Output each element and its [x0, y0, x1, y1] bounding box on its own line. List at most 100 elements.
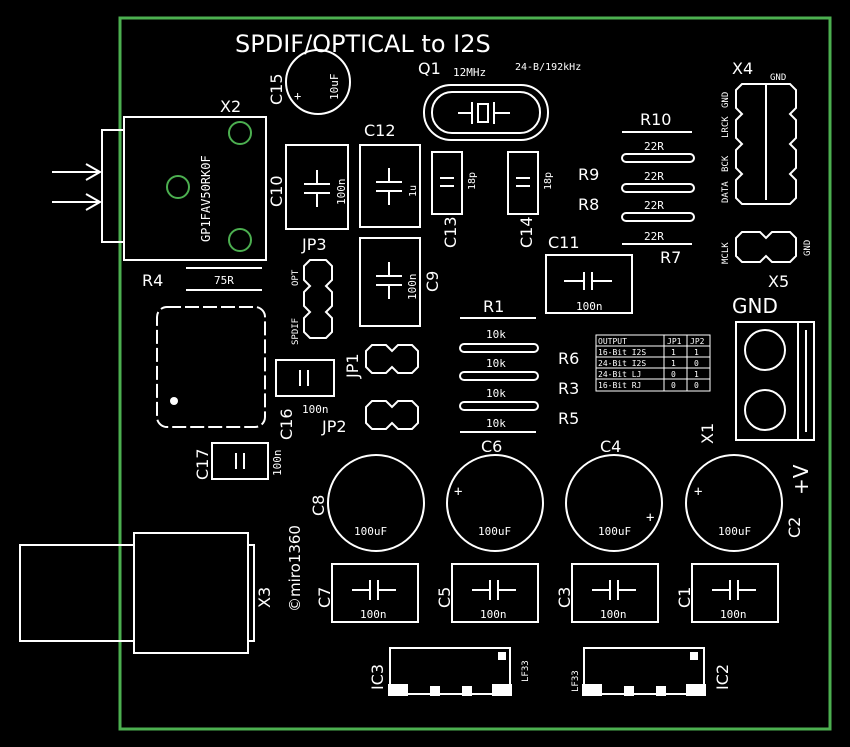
table-cell: 16-Bit RJ: [598, 381, 641, 390]
svg-text:100uF: 100uF: [598, 525, 631, 538]
svg-text:LF33: LF33: [521, 660, 531, 682]
resistor-array-22r: R10 22R 22R 22R 22R R9 R8 R7: [578, 110, 695, 267]
svg-text:C6: C6: [481, 437, 502, 456]
svg-text:C15: C15: [267, 73, 286, 105]
svg-text:75R: 75R: [214, 274, 234, 287]
table-cell: 16-Bit I2S: [598, 348, 646, 357]
jumper-jp2: JP2: [321, 400, 419, 436]
svg-text:GND: GND: [732, 294, 778, 318]
cap-c1: 100n C1: [675, 563, 779, 623]
svg-text:IC3: IC3: [368, 664, 387, 690]
table-cell: 1: [671, 348, 676, 357]
svg-text:100n: 100n: [335, 179, 348, 206]
svg-text:C8: C8: [309, 495, 328, 516]
crystal-q1: Q1 12MHz 24-B/192kHz: [418, 59, 581, 141]
svg-text:OPT: OPT: [291, 269, 301, 286]
svg-text:+: +: [694, 484, 702, 500]
svg-text:C9: C9: [423, 271, 442, 292]
svg-text:+: +: [646, 510, 654, 526]
table-cell: 0: [671, 370, 676, 379]
svg-text:C13: C13: [441, 216, 460, 248]
cap-c6: + 100uF C6: [446, 437, 544, 552]
table-cell: 24-Bit LJ: [598, 370, 641, 379]
svg-text:1u: 1u: [408, 185, 419, 197]
svg-text:100n: 100n: [480, 608, 507, 621]
resistor-r4: R4 75R: [142, 267, 262, 291]
board-outline: [118, 16, 832, 731]
cap-c13: 18p C13: [431, 151, 478, 248]
svg-text:SPDIF: SPDIF: [291, 318, 301, 345]
svg-text:100n: 100n: [600, 608, 627, 621]
svg-text:100uF: 100uF: [354, 525, 387, 538]
table-cell: 0: [694, 381, 699, 390]
board-title: SPDIF/OPTICAL to I2S: [235, 30, 491, 58]
svg-text:R3: R3: [558, 379, 579, 398]
svg-text:IC2: IC2: [713, 664, 732, 690]
table-cell: 24-Bit I2S: [598, 359, 646, 368]
svg-text:X2: X2: [220, 97, 241, 116]
resistor-array-10k: R1 10k 10k 10k 10k R6 R3 R5: [459, 297, 579, 433]
svg-text:R4: R4: [142, 271, 163, 290]
svg-text:GND: GND: [803, 240, 813, 256]
svg-text:C14: C14: [517, 216, 536, 248]
cap-c4: + 100uF C4: [565, 437, 663, 552]
svg-text:22R: 22R: [644, 199, 664, 212]
svg-text:X4: X4: [732, 59, 753, 78]
svg-text:+: +: [454, 484, 462, 500]
svg-text:C4: C4: [600, 437, 621, 456]
svg-text:+V: +V: [789, 464, 813, 495]
cap-c12: C12 1u: [359, 121, 421, 228]
svg-text:JP1: JP1: [343, 353, 362, 379]
cap-c17: 100n C17: [193, 442, 284, 480]
svg-text:LF33: LF33: [571, 670, 581, 692]
cap-c10: 100n C10: [267, 144, 349, 230]
svg-text:18p: 18p: [467, 172, 478, 190]
table-cell: 0: [671, 381, 676, 390]
svg-text:18p: 18p: [543, 172, 554, 190]
svg-text:C10: C10: [267, 175, 286, 207]
svg-text:R5: R5: [558, 409, 579, 428]
svg-text:100n: 100n: [302, 403, 329, 416]
table-cell: 1: [694, 370, 699, 379]
regulator-ic3: IC3 LF33: [368, 647, 531, 696]
svg-text:100n: 100n: [360, 608, 387, 621]
svg-text:GND: GND: [770, 73, 786, 83]
table-header-cell: OUTPUT: [598, 337, 627, 346]
svg-text:C7: C7: [315, 587, 334, 608]
svg-text:DATA: DATA: [721, 181, 731, 203]
connector-x3: X3: [19, 532, 274, 654]
terminal-x5: X5 GND X1 +V: [698, 272, 815, 495]
svg-text:R7: R7: [660, 248, 681, 267]
svg-text:100n: 100n: [406, 274, 419, 301]
svg-text:22R: 22R: [644, 140, 664, 153]
table-header-cell: JP2: [690, 337, 705, 346]
regulator-ic2: LF33 IC2: [571, 647, 732, 696]
svg-text:R9: R9: [578, 165, 599, 184]
svg-text:C2: C2: [785, 517, 804, 538]
svg-text:C12: C12: [364, 121, 396, 140]
svg-text:100n: 100n: [271, 450, 284, 477]
optical-receiver-x2: X2 GP1FAV50RK0F: [52, 97, 267, 261]
svg-text:X1: X1: [698, 423, 717, 444]
cap-c11: C11 100n: [545, 233, 633, 314]
cap-c14: 18p C14: [507, 151, 554, 248]
svg-text:R8: R8: [578, 195, 599, 214]
svg-text:GP1FAV50RK0F: GP1FAV50RK0F: [199, 155, 213, 242]
svg-text:X5: X5: [768, 272, 789, 291]
cap-c2: + 100uF C2: [685, 454, 804, 552]
svg-text:JP2: JP2: [321, 417, 347, 436]
cap-c16: 100n C16: [275, 359, 335, 440]
cap-c9: 100n C9: [359, 237, 442, 327]
svg-text:LRCK: LRCK: [721, 116, 731, 138]
svg-text:R6: R6: [558, 349, 579, 368]
svg-text:Q1: Q1: [418, 59, 441, 78]
svg-text:10k: 10k: [486, 357, 506, 370]
svg-text:MCLK: MCLK: [721, 242, 731, 264]
svg-text:100n: 100n: [720, 608, 747, 621]
svg-text:BCK: BCK: [721, 155, 731, 172]
svg-text:C11: C11: [548, 233, 580, 252]
svg-text:22R: 22R: [644, 230, 664, 243]
cap-c8: 100uF C8: [309, 454, 425, 552]
